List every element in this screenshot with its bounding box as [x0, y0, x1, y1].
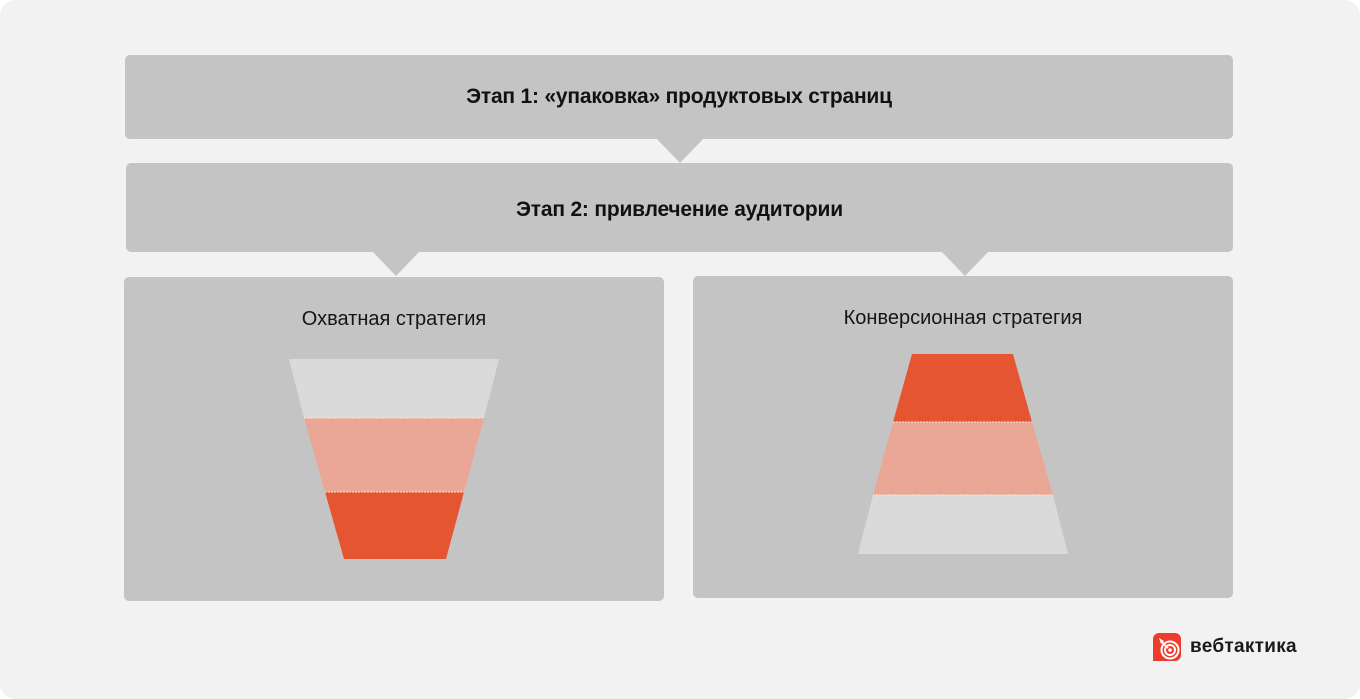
- conversion-funnel-layer-top: [893, 354, 1032, 422]
- reach-funnel-layer-middle: [304, 418, 484, 492]
- arrow-stage2-to-conversion: [942, 252, 988, 276]
- stage-2-title: Этап 2: привлечение аудитории: [516, 198, 843, 221]
- conversion-strategy-title: Конверсионная стратегия: [843, 307, 1083, 329]
- stage-1-box: Этап 1: «упаковка» продуктовых страниц: [125, 55, 1233, 139]
- reach-funnel-layer-bottom: [325, 492, 464, 559]
- arrow-stage1-to-stage2: [657, 139, 703, 163]
- reach-funnel: [289, 359, 499, 559]
- target-arrow-icon: [1153, 633, 1181, 661]
- brand-name: вебтактика: [1190, 636, 1297, 657]
- stage-1-title: Этап 1: «упаковка» продуктовых страниц: [466, 85, 892, 108]
- reach-strategy-title: Охватная стратегия: [301, 308, 487, 330]
- conversion-funnel-layer-middle: [873, 422, 1053, 495]
- brand-logo: вебтактика: [1153, 633, 1297, 661]
- reach-funnel-layer-top: [289, 359, 499, 418]
- conversion-funnel-layer-bottom: [858, 495, 1068, 554]
- arrow-stage2-to-reach: [373, 252, 419, 276]
- stage-2-box: Этап 2: привлечение аудитории: [126, 163, 1233, 252]
- conversion-funnel: [858, 354, 1068, 554]
